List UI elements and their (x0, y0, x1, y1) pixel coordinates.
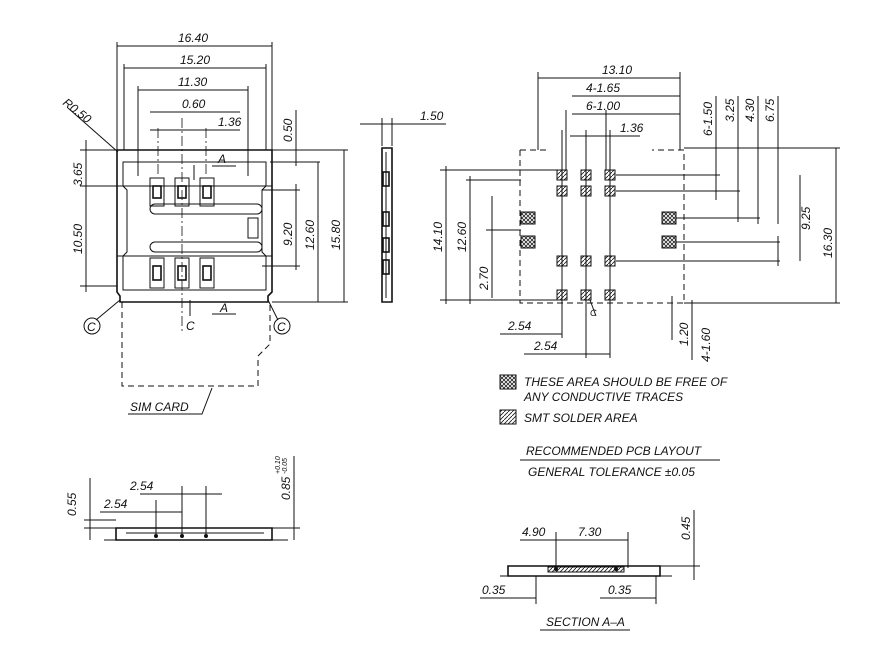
dim-10-50: 10.50 (71, 224, 85, 254)
sim-card-label: SIM CARD (130, 400, 189, 414)
dim-1-36: 1.36 (218, 115, 242, 129)
dim-4-30: 4.30 (743, 98, 757, 122)
legend-smt: SMT SOLDER AREA (524, 411, 638, 425)
dim-9-20: 9.20 (281, 222, 295, 246)
dim-front-tol-minus: -0.05 (282, 458, 289, 474)
dim-r0-50: R0.50 (60, 95, 94, 126)
ground-circle-right (273, 317, 291, 335)
top-view-inner (122, 161, 267, 291)
dim-6-1-50: 6-1.50 (701, 102, 715, 136)
dim-14-10: 14.10 (431, 222, 445, 252)
legend-free-line2: ANY CONDUCTIVE TRACES (523, 390, 683, 404)
front-view: 2.54 2.54 0.55 0.85 +0.10 -0.05 (65, 456, 300, 541)
dim-0-35b: 0.35 (608, 583, 632, 597)
dim-front-0-55: 0.55 (65, 492, 79, 516)
dim-front-2-54a: 2.54 (129, 479, 154, 493)
dim-16-40: 16.40 (178, 31, 208, 45)
dim-6-75: 6.75 (763, 98, 777, 122)
pcb-layout: 13.10 4-1.65 6-1.00 1.36 6-1.50 3.25 4.3… (431, 63, 840, 479)
legend-free-swatch (499, 374, 517, 390)
dim-15-20: 15.20 (180, 53, 210, 67)
dim-6-1-00: 6-1.00 (586, 99, 620, 113)
ground-mark-right: C (277, 320, 286, 334)
legend-smt-swatch (499, 409, 517, 425)
legend-free-line1: THESE AREA SHOULD BE FREE OF (524, 375, 728, 389)
pcb-pads (520, 169, 677, 301)
top-view: 16.40 15.20 11.30 0.60 1.36 R0.50 A A C … (60, 31, 348, 415)
dim-pcb-1-36: 1.36 (620, 121, 644, 135)
top-contacts (149, 177, 215, 289)
dim-1-50: 1.50 (420, 109, 444, 123)
side-view: 1.50 (360, 109, 446, 303)
dim-pcb-12-60: 12.60 (455, 222, 469, 252)
section-view: 4.90 7.30 0.45 0.35 0.35 SECTION A–A (480, 510, 700, 631)
section-mark-bottom: A (219, 301, 228, 315)
dim-16-30: 16.30 (821, 228, 835, 258)
dim-9-25: 9.25 (799, 206, 813, 230)
dim-0-35a: 0.35 (482, 583, 506, 597)
dim-0-50: 0.50 (281, 118, 295, 142)
dim-3-25: 3.25 (723, 98, 737, 122)
top-view-body (116, 149, 273, 303)
pcb-layout-title: RECOMMENDED PCB LAYOUT (526, 444, 703, 458)
section-mark-top: A (217, 152, 226, 166)
dim-12-60: 12.60 (303, 220, 317, 250)
dim-front-2-54b: 2.54 (103, 497, 128, 511)
dim-front-tol-plus: +0.10 (275, 456, 282, 474)
dim-7-30: 7.30 (578, 525, 602, 539)
dim-4-1-65: 4-1.65 (586, 81, 620, 95)
pcb-center-mark: C (590, 308, 597, 318)
dim-front-0-85: 0.85 (279, 476, 293, 500)
ground-mark-left: C (87, 320, 96, 334)
dim-15-80: 15.80 (329, 220, 343, 250)
dim-0-45: 0.45 (679, 516, 693, 540)
dim-11-30: 11.30 (178, 75, 207, 89)
pcb-tolerance: GENERAL TOLERANCE ±0.05 (528, 465, 695, 479)
dim-1-20: 1.20 (677, 322, 691, 346)
dim-4-1-60: 4-1.60 (699, 328, 713, 362)
dim-3-65: 3.65 (71, 162, 85, 186)
dim-13-10: 13.10 (602, 63, 632, 77)
dim-0-60: 0.60 (182, 97, 206, 111)
dim-4-90: 4.90 (522, 525, 546, 539)
dim-pcb-2-54a: 2.54 (507, 319, 532, 333)
section-title: SECTION A–A (546, 615, 625, 629)
ground-circle-left (83, 317, 101, 335)
center-mark: C (186, 319, 195, 333)
sim-card-outline (121, 302, 271, 387)
dim-pcb-2-54b: 2.54 (533, 339, 558, 353)
dim-2-70: 2.70 (477, 266, 491, 291)
